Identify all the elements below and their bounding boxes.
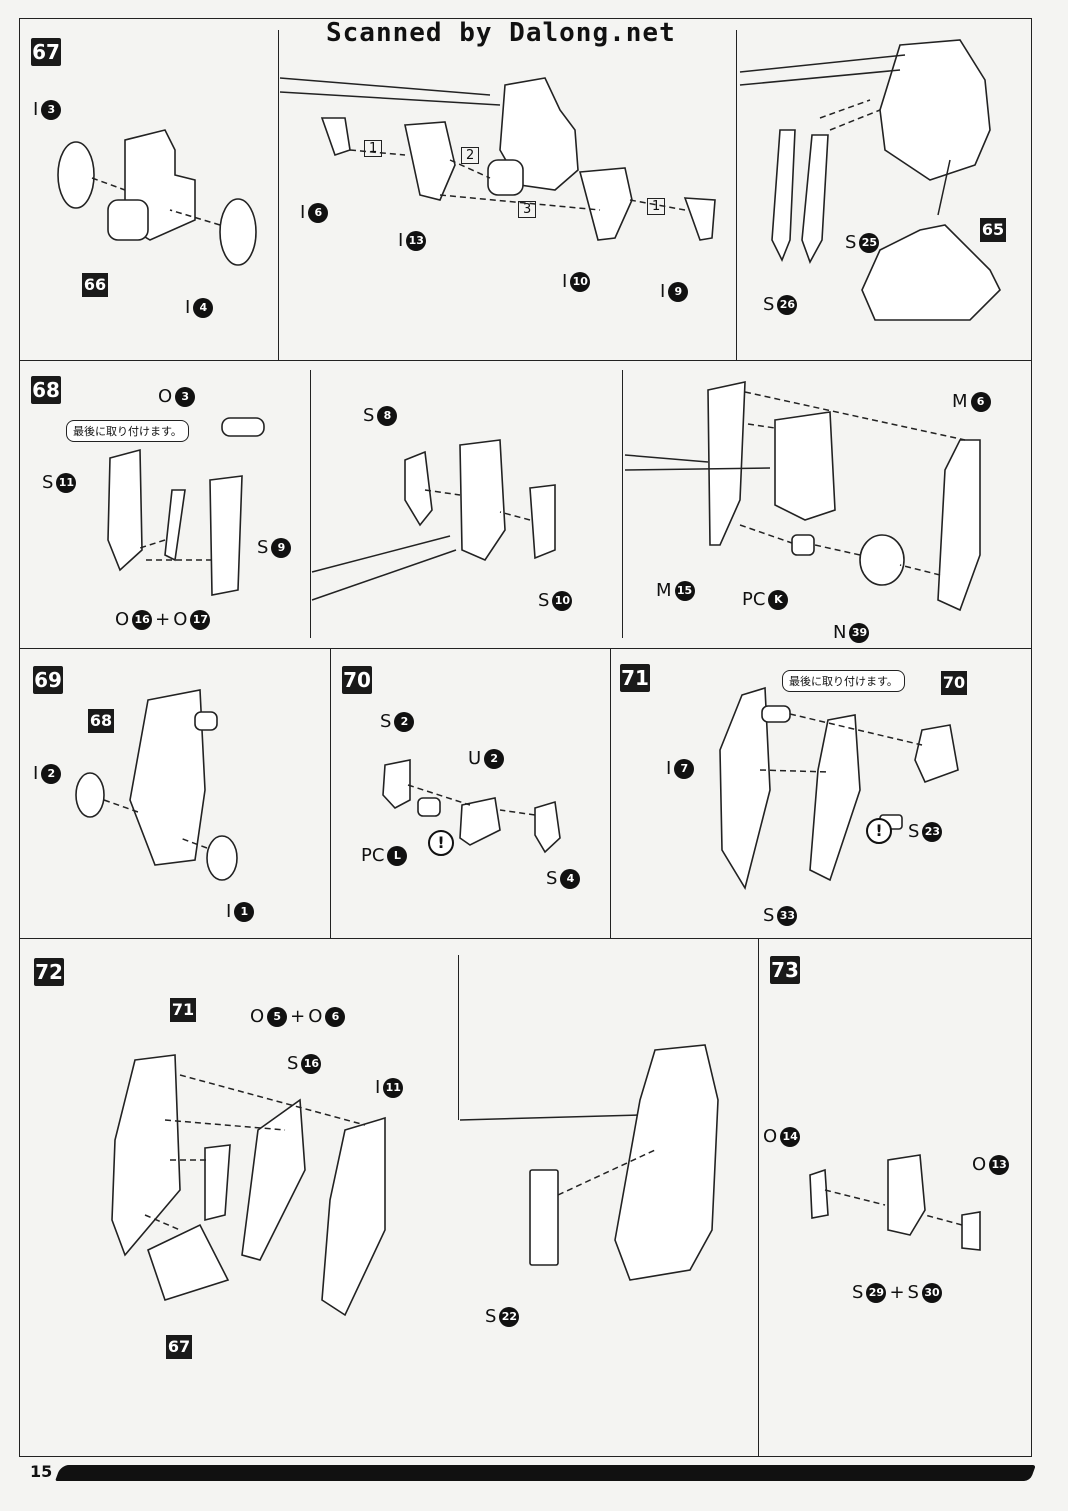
- col-divider-67b: [736, 30, 737, 360]
- note-attach-last-71: 最後に取り付けます。: [782, 670, 905, 692]
- step-72-number: 72: [34, 958, 64, 986]
- col-divider-69: [330, 648, 331, 938]
- ref-65: 65: [980, 218, 1006, 242]
- row-divider-1: [19, 360, 1032, 361]
- watermark: Scanned by Dalong.net: [326, 18, 676, 48]
- ref-67: 67: [166, 1335, 192, 1359]
- order-2: 2: [461, 147, 480, 164]
- ref-70: 70: [941, 671, 967, 695]
- step-67-number: 67: [31, 38, 61, 66]
- page-number: 15: [30, 1462, 53, 1481]
- step-70-number: 70: [342, 666, 372, 694]
- note-attach-last-68: 最後に取り付けます。: [66, 420, 189, 442]
- caution-icon-70: !: [428, 830, 454, 856]
- footer-brush-stroke: [55, 1465, 1036, 1481]
- col-divider-70: [610, 648, 611, 938]
- step-71-number: 71: [620, 664, 650, 692]
- row-divider-2: [19, 648, 1032, 649]
- col-divider-68b: [622, 370, 623, 638]
- col-divider-72a: [458, 955, 459, 1120]
- caution-icon-71: !: [866, 818, 892, 844]
- order-3: 3: [518, 201, 537, 218]
- ref-71: 71: [170, 998, 196, 1022]
- col-divider-68a: [310, 370, 311, 638]
- ref-68: 68: [88, 709, 114, 733]
- order-1a: 1: [364, 140, 383, 157]
- ref-66: 66: [82, 273, 108, 297]
- step-68-number: 68: [31, 376, 61, 404]
- order-1b: 1: [647, 198, 666, 215]
- step-69-number: 69: [33, 666, 63, 694]
- col-divider-72b: [758, 938, 759, 1457]
- row-divider-3: [19, 938, 1032, 939]
- page-frame: [19, 18, 1032, 1457]
- col-divider-67a: [278, 30, 279, 360]
- step-73-number: 73: [770, 956, 800, 984]
